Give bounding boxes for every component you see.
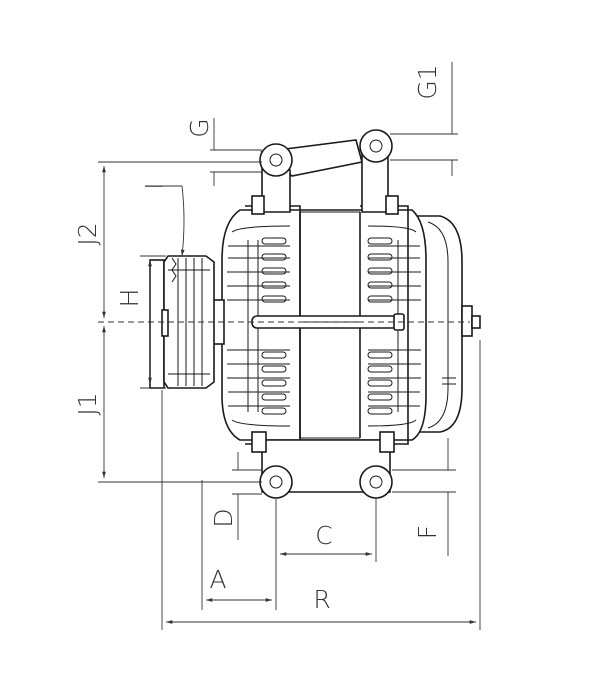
label-j2: J2 [73,222,102,245]
label-g1: G1 [413,64,442,99]
label-a: A [209,565,226,594]
label-g: G [185,118,214,137]
label-h: H [115,289,144,308]
lower-mount-ears [251,431,395,499]
label-c: C [315,521,332,550]
label-j1: J1 [73,392,102,415]
alternator-body [211,205,481,445]
label-r: R [313,585,330,614]
label-f: F [413,525,442,539]
upper-mount-ears [251,129,399,215]
dimension-lines [98,62,481,630]
label-d: D [209,508,238,527]
label-i: I [140,182,169,189]
